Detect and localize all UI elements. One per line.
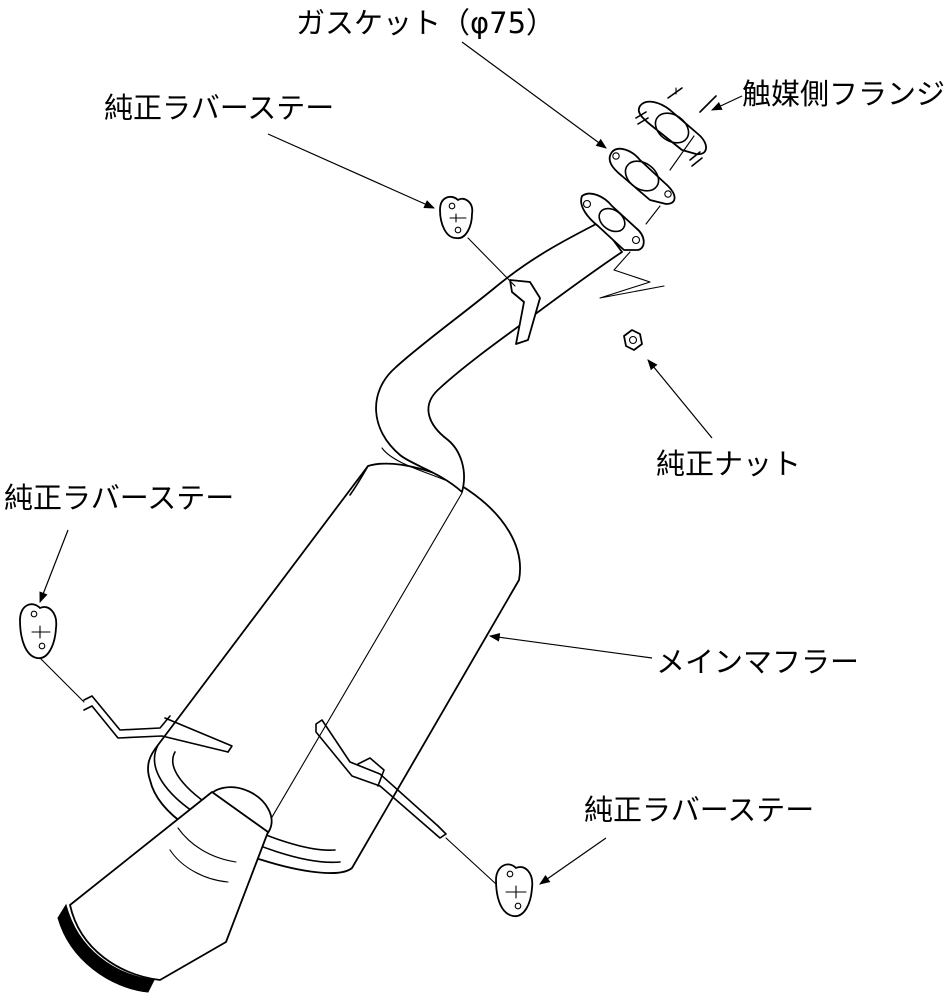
label-rubber-stay-bottom: 純正ラバーステー xyxy=(584,793,814,827)
leader-lines xyxy=(39,41,743,885)
gasket-part xyxy=(608,147,676,205)
label-rubber-stay-top: 純正ラバーステー xyxy=(104,91,334,125)
pipe-flange xyxy=(580,192,645,251)
label-catalyst-flange: 触媒側フランジ xyxy=(742,77,945,111)
front-pipe-hanger xyxy=(509,279,541,345)
label-gasket: ガスケット（φ75） xyxy=(296,6,555,40)
rubber-stay-part-left xyxy=(19,603,58,659)
stock-nut-part xyxy=(623,329,643,351)
front-pipe xyxy=(375,221,623,493)
muffler-hanger-right xyxy=(315,719,447,839)
tailpipe xyxy=(57,786,273,993)
catalyst-flange-part xyxy=(635,87,717,167)
label-main-muffler: メインマフラー xyxy=(656,645,859,679)
label-stock-nut: 純正ナット xyxy=(656,447,801,481)
muffler-hanger-left xyxy=(83,695,233,753)
label-rubber-stay-left: 純正ラバーステー xyxy=(4,481,234,515)
rubber-stay-part-bottom xyxy=(495,863,534,917)
rubber-stay-part-top xyxy=(439,195,474,239)
